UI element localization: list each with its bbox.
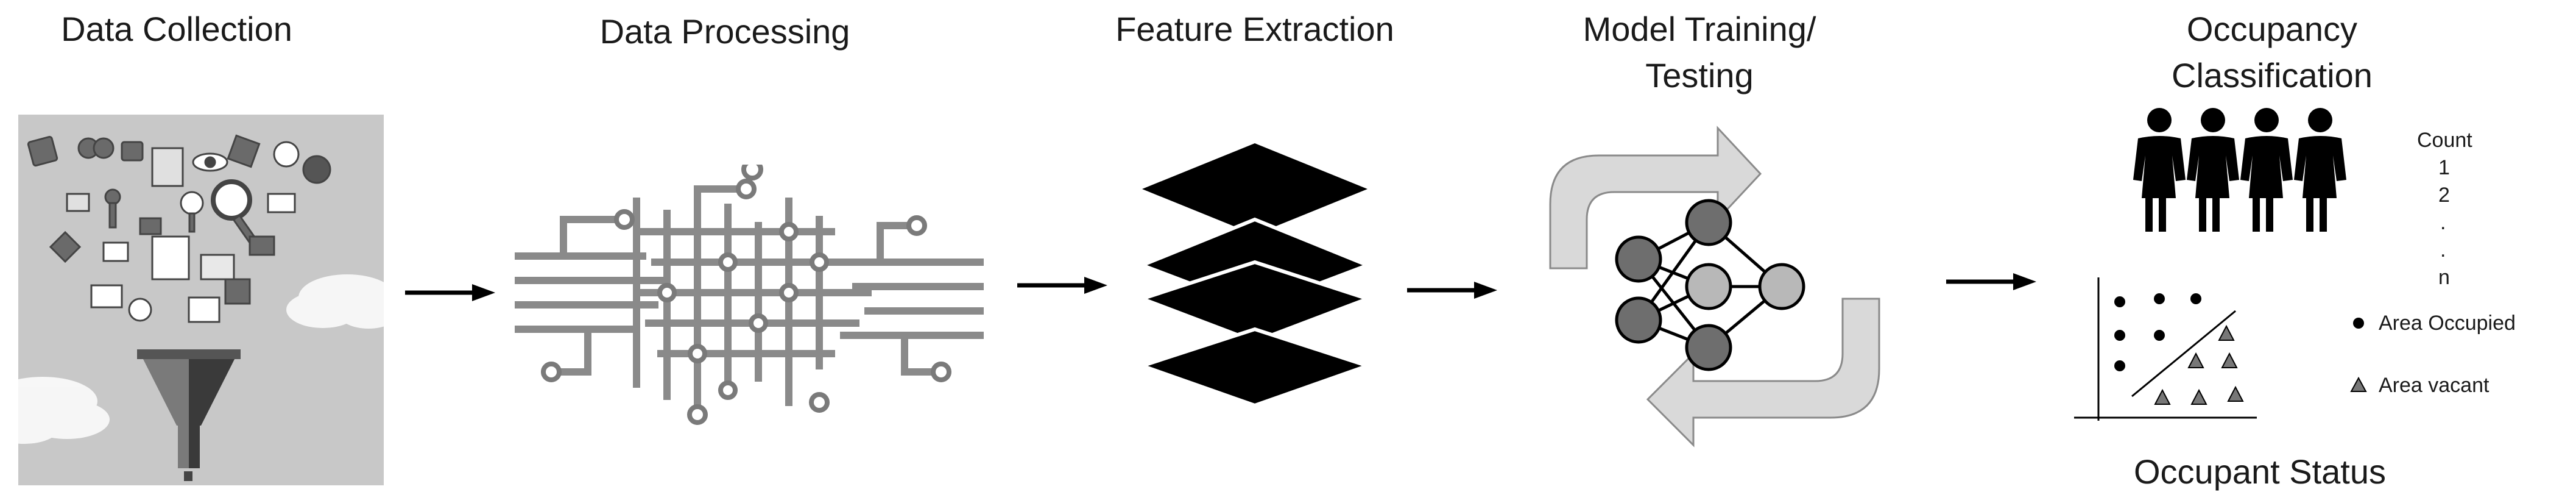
stage-title-model-training-line2: Testing <box>1645 56 1754 95</box>
person-icon-2 <box>2187 108 2239 232</box>
cycle-arrow-top-icon <box>1549 126 1762 269</box>
occupant-status-label: Occupant Status <box>2133 452 2386 491</box>
legend-occupied-label: Area Occupied <box>2379 312 2516 335</box>
cycle-arrow-bottom-icon <box>1646 298 1880 448</box>
circuit-board-illustration <box>515 165 984 427</box>
person-icon-3 <box>2240 108 2293 232</box>
occupied-points <box>2114 293 2201 371</box>
arrow-right-icon-4 <box>1946 273 2036 290</box>
count-value-dot-1: . <box>2440 211 2446 234</box>
stage-title-model-training: Model Training/ Testing <box>1547 6 1852 99</box>
stage-title-model-training-line1: Model Training/ <box>1583 10 1816 48</box>
data-collection-panel <box>18 115 384 485</box>
stage-title-occupancy-line2: Classification <box>2172 56 2373 95</box>
cloud-icon <box>286 274 384 329</box>
stage-title-occupancy-line1: Occupancy <box>2186 10 2358 48</box>
stage-title-data-collection: Data Collection <box>61 10 292 48</box>
arrow-right-icon-2 <box>1017 277 1107 294</box>
vacant-points <box>2154 324 2244 405</box>
legend-vacant-marker-icon <box>2350 377 2367 392</box>
stage-title-data-processing: Data Processing <box>599 12 850 51</box>
count-header: Count <box>2417 129 2472 152</box>
stage-title-feature-extraction: Feature Extraction <box>1115 10 1394 48</box>
people-group-icon <box>2132 107 2351 235</box>
funnel-icon <box>137 349 241 481</box>
model-training-illustration <box>1547 95 1888 473</box>
person-icon-4 <box>2294 108 2346 232</box>
classification-scatter-plot <box>2074 274 2257 433</box>
count-value-n: n <box>2438 266 2450 289</box>
count-value-dot-2: . <box>2440 238 2446 262</box>
legend-vacant-label: Area vacant <box>2379 374 2490 397</box>
count-value-2: 2 <box>2438 184 2450 207</box>
data-icons-funnel-illustration <box>18 134 384 481</box>
cloud-icon-left <box>18 377 110 444</box>
arrow-right-icon-1 <box>405 284 495 301</box>
arrow-right-icon-3 <box>1407 282 1497 299</box>
person-icon-1 <box>2133 108 2186 232</box>
legend-occupied-marker-icon <box>2353 318 2364 329</box>
neural-network-icon <box>1615 199 1805 371</box>
feature-layers-icon <box>1139 140 1371 408</box>
count-value-1: 1 <box>2438 156 2450 179</box>
stage-title-occupancy-classification: Occupancy Classification <box>2120 6 2424 99</box>
